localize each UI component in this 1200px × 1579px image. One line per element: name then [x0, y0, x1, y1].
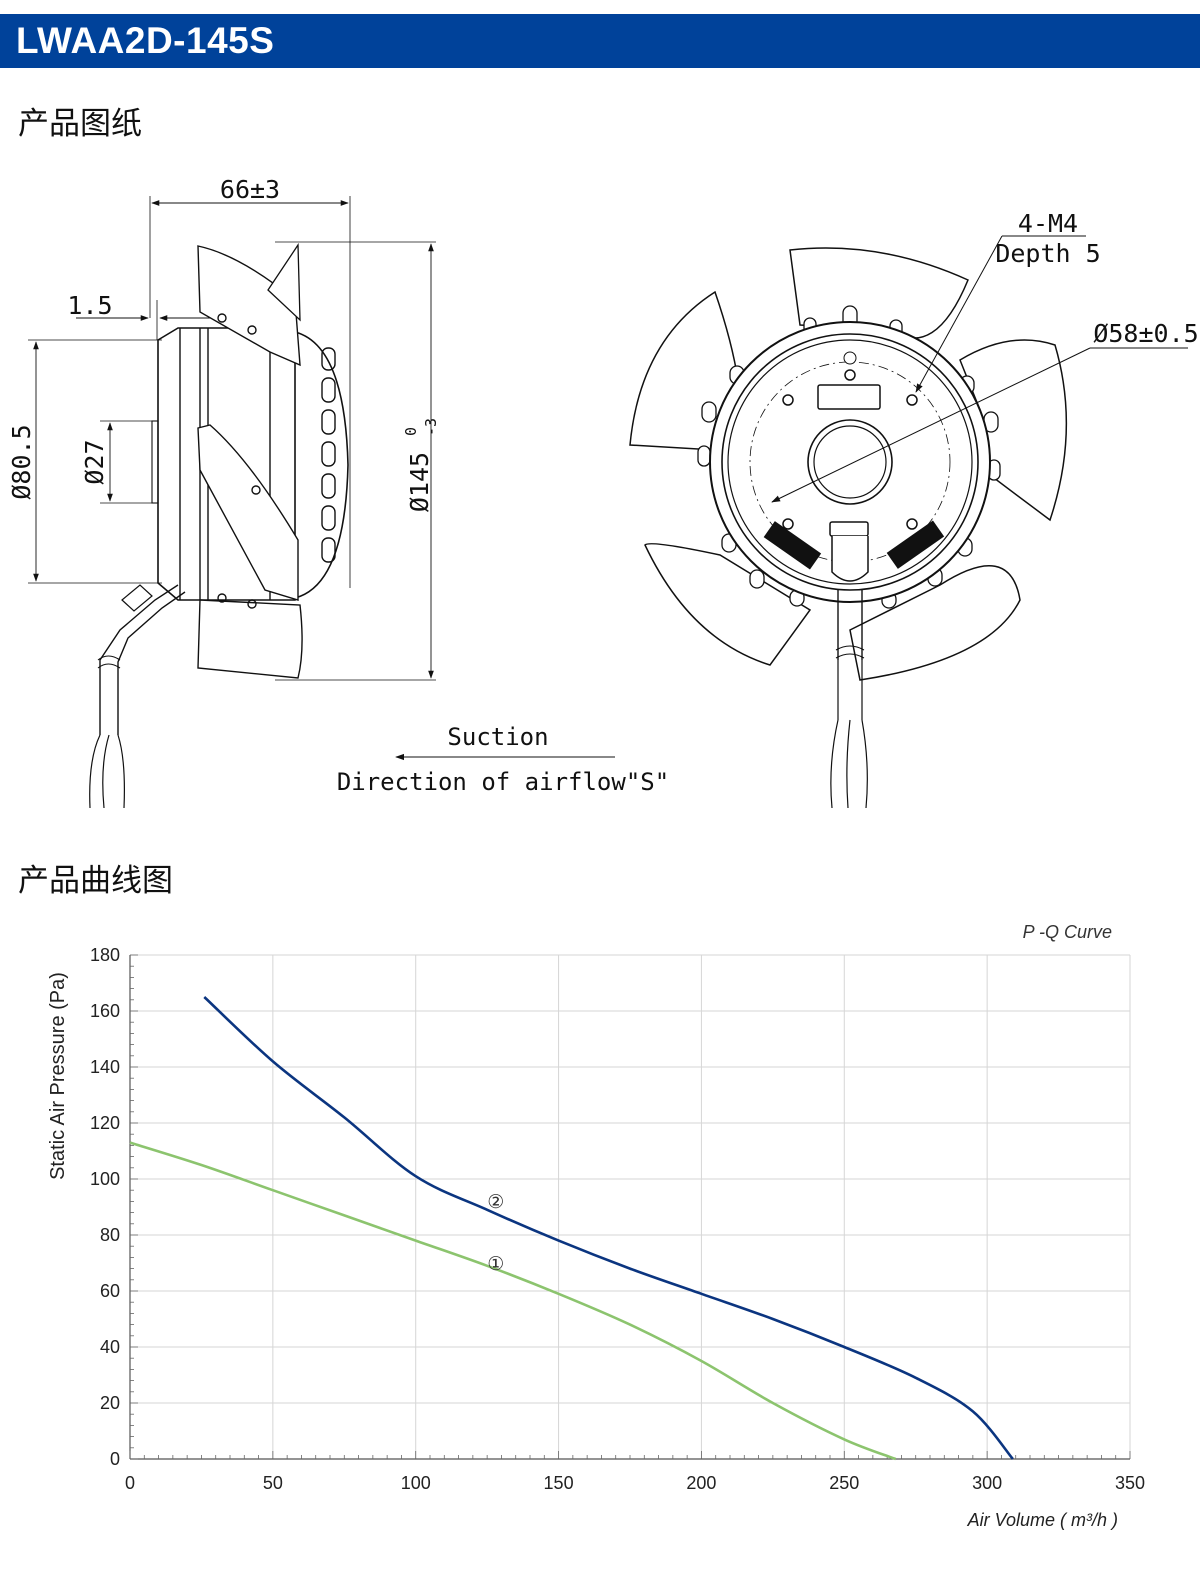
- pq-chart: 0 50 100 150 200 250 300 350 0 20 40 60 80 100 120 140 1…: [47, 922, 1145, 1530]
- y-tick-label: 40: [100, 1337, 120, 1357]
- y-tick-label: 100: [90, 1169, 120, 1189]
- x-tick-label: 150: [544, 1473, 574, 1493]
- y-tick-label: 140: [90, 1057, 120, 1077]
- series-label-1: ①: [487, 1254, 504, 1275]
- dim-shaft-diameter: Ø27: [80, 439, 109, 484]
- product-drawing: 66±3 1.5 Ø80.5 Ø27 Ø145 0 -3 Suction Dir…: [7, 175, 1199, 809]
- y-tick-label: 0: [110, 1449, 120, 1469]
- dim-width: 66±3: [220, 175, 280, 204]
- y-tick-label: 160: [90, 1001, 120, 1021]
- y-axis-label: Static Air Pressure (Pa): [47, 972, 69, 1180]
- airflow-direction-label: Direction of airflow"S": [337, 768, 669, 796]
- product-title: LWAA2D-145S: [16, 20, 275, 61]
- x-tick-label: 100: [401, 1473, 431, 1493]
- dim-fan-diameter: Ø145: [405, 452, 434, 512]
- drawing-section-title: 产品图纸: [18, 106, 142, 142]
- airflow-suction-label: Suction: [447, 723, 548, 751]
- dim-outer-diameter: Ø80.5: [7, 424, 36, 499]
- side-view: [28, 196, 436, 809]
- pcd-label: Ø58±0.5: [1093, 319, 1198, 348]
- x-tick-label: 200: [686, 1473, 716, 1493]
- x-tick-label: 300: [972, 1473, 1002, 1493]
- y-tick-label: 60: [100, 1281, 120, 1301]
- dim-fan-tol-upper: 0: [402, 427, 420, 436]
- y-tick-label: 20: [100, 1393, 120, 1413]
- depth-label: Depth 5: [995, 239, 1100, 268]
- y-tick-label: 80: [100, 1225, 120, 1245]
- screw-label: 4-M4: [1018, 209, 1078, 238]
- series-label-2: ②: [487, 1192, 504, 1213]
- y-tick-label: 120: [90, 1113, 120, 1133]
- x-tick-label: 0: [125, 1473, 135, 1493]
- y-tick-label: 180: [90, 945, 120, 965]
- dim-offset: 1.5: [67, 291, 112, 320]
- x-tick-label: 50: [263, 1473, 283, 1493]
- chart-title: P -Q Curve: [1023, 922, 1112, 942]
- dim-fan-tol-lower: -3: [422, 418, 440, 436]
- x-tick-label: 350: [1115, 1473, 1145, 1493]
- x-tick-label: 250: [829, 1473, 859, 1493]
- series-line-1: [129, 1141, 897, 1461]
- series-line-2: [203, 996, 1014, 1460]
- x-axis-label: Air Volume ( m³/h ): [967, 1510, 1118, 1530]
- header-bar: LWAA2D-145S: [0, 14, 1200, 68]
- front-view: [629, 235, 1188, 809]
- curve-section-title: 产品曲线图: [18, 863, 173, 899]
